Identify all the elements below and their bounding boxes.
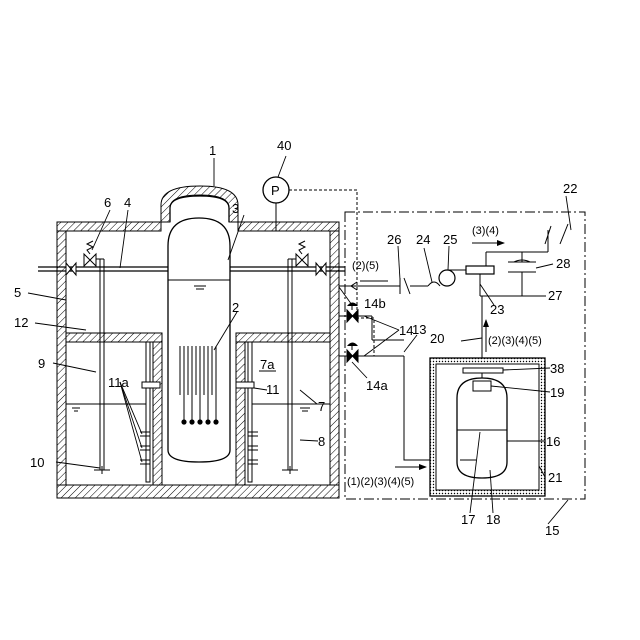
label-40: 40 bbox=[277, 138, 291, 153]
label-8: 8 bbox=[318, 434, 325, 449]
label-1: 1 bbox=[209, 143, 216, 158]
label-11: 11 bbox=[266, 382, 280, 397]
label-11a: 11a bbox=[108, 375, 129, 390]
label-25: 25 bbox=[443, 232, 457, 247]
label-20: 20 bbox=[430, 331, 444, 346]
outlet-line-20 bbox=[482, 296, 486, 366]
label-10: 10 bbox=[30, 455, 44, 470]
label-16: 16 bbox=[546, 434, 560, 449]
label-4: 4 bbox=[124, 195, 131, 210]
label-23: 23 bbox=[490, 302, 504, 317]
reactor-vessel bbox=[168, 196, 230, 462]
label-6: 6 bbox=[104, 195, 111, 210]
label-18: 18 bbox=[486, 512, 500, 527]
label-5: 5 bbox=[14, 285, 21, 300]
label-2: 2 bbox=[232, 300, 239, 315]
label-7a: 7a bbox=[260, 357, 275, 372]
flow-label-2-5: (2)(5) bbox=[352, 260, 379, 272]
label-19: 19 bbox=[550, 385, 564, 400]
flow-label-2-3-4-5: (2)(3)(4)(5) bbox=[488, 335, 542, 347]
flow-label-3-4: (3)(4) bbox=[472, 225, 499, 237]
label-12: 12 bbox=[14, 315, 28, 330]
label-17: 17 bbox=[461, 512, 475, 527]
label-9: 9 bbox=[38, 356, 45, 371]
filter-vessel bbox=[430, 358, 545, 496]
flow-label-1-2-3-4-5: (1)(2)(3)(4)(5) bbox=[347, 476, 414, 488]
reactor-core bbox=[180, 346, 219, 425]
label-21: 21 bbox=[548, 470, 562, 485]
label-27: 27 bbox=[548, 288, 562, 303]
label-3: 3 bbox=[232, 201, 239, 216]
label-38: 38 bbox=[550, 361, 564, 376]
label-14b: 14b bbox=[364, 296, 386, 311]
label-15: 15 bbox=[545, 523, 559, 538]
label-14a: 14a bbox=[366, 378, 388, 393]
suppression-pool-water bbox=[66, 404, 330, 411]
label-28: 28 bbox=[556, 256, 570, 271]
gauge-letter: P bbox=[271, 183, 280, 198]
label-24: 24 bbox=[416, 232, 430, 247]
label-22: 22 bbox=[563, 181, 577, 196]
blower bbox=[439, 270, 466, 286]
label-26: 26 bbox=[387, 232, 401, 247]
label-7: 7 bbox=[318, 399, 325, 414]
label-13: 13 bbox=[412, 322, 426, 337]
